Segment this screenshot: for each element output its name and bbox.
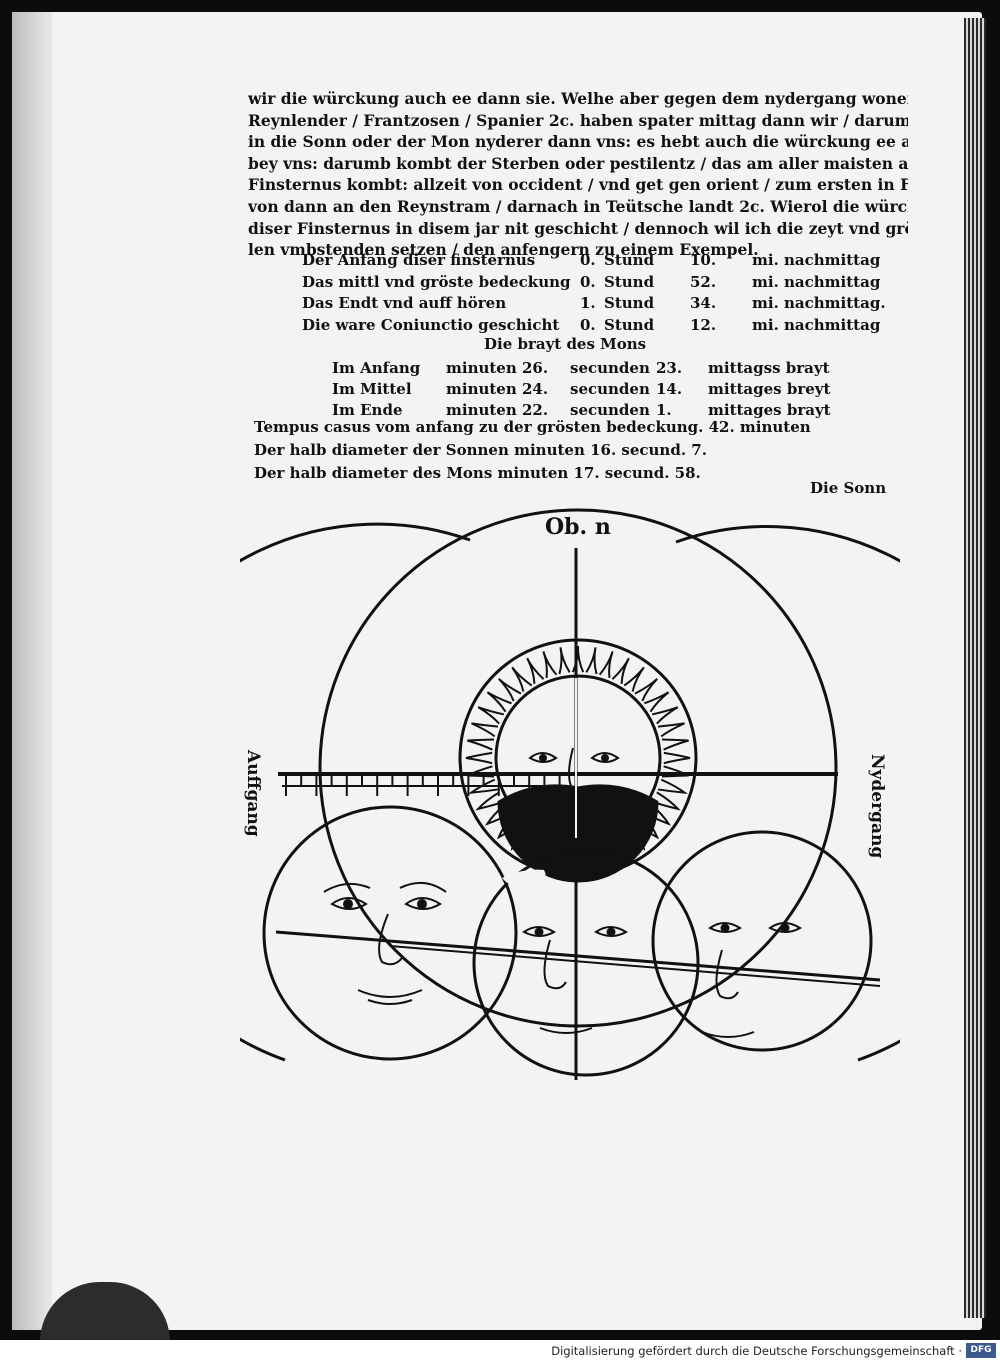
- eclipse_times-row: Der Anfang diser finsternus 0. Stund 10. mi.…: [0, 250, 1000, 271]
- diagram-right-label: Nydergang: [867, 754, 887, 858]
- moon_width-sec: 23.: [656, 358, 682, 379]
- paragraph-line: von dann an den Reynstram / darnach in T…: [248, 196, 908, 218]
- woodcut-ink: [240, 510, 900, 1080]
- footer-bar: Digitalisierung gefördert durch die Deut…: [0, 1340, 1000, 1362]
- sun-ray: [612, 658, 628, 684]
- paragraph-line: bey vns: darumb kombt der Sterben oder p…: [248, 153, 908, 175]
- sun-ray: [487, 692, 511, 712]
- sun-ray: [471, 723, 497, 736]
- eclipse_times-hours: 0.: [580, 272, 596, 293]
- sun-ray: [543, 651, 556, 677]
- eclipse-shadow: [499, 786, 657, 881]
- diagram-left-label: Auffgang: [243, 749, 263, 837]
- footer-credit: Digitalisierung gefördert durch die Deut…: [551, 1344, 962, 1358]
- moon_width-label: Im Anfang: [332, 358, 420, 379]
- moon-path-upper: [276, 932, 880, 980]
- eclipse_times-suffix: mi. nachmittag.: [752, 293, 886, 314]
- sun-ray: [644, 692, 668, 712]
- paragraph-line: Reynlender / Frantzosen / Spanier 2c. ha…: [248, 110, 908, 132]
- sun-ray: [499, 679, 521, 701]
- eclipse_times-minutes: 10.: [690, 250, 716, 271]
- eclipse_times-label: Das Endt vnd auff hören: [302, 293, 506, 314]
- moon_width-suffix: mittagss brayt: [708, 358, 830, 379]
- eclipse_times-hours: 0.: [580, 250, 596, 271]
- eclipse_times-minutes: 34.: [690, 293, 716, 314]
- eclipse-diagram: Ob. n Auffgang Nydergang: [240, 500, 900, 1100]
- moon_width-min: 24.: [522, 379, 548, 400]
- sun-ray: [559, 647, 569, 674]
- moon_width-label: Im Mittel: [332, 379, 412, 400]
- moon_width-sec_label: secunden: [570, 358, 650, 379]
- sun-ray: [466, 753, 492, 763]
- sun-ray: [635, 679, 657, 701]
- sun-ray: [624, 667, 644, 691]
- page-edges: [964, 18, 986, 1318]
- eclipse_times-suffix: mi. nachmittag: [752, 250, 880, 271]
- sun-ray: [600, 651, 613, 677]
- eclipse_times-minutes: 12.: [690, 315, 716, 336]
- eclipse_times-label: Das mittl vnd gröste bedeckung: [302, 272, 571, 293]
- tempus-line: Tempus casus vom anfang zu der grösten b…: [254, 418, 811, 436]
- moon-diameter-line: Der halb diameter des Mons minuten 17. s…: [254, 464, 701, 482]
- moon_width-suffix: mittages breyt: [708, 379, 830, 400]
- moon-face-right: [702, 923, 800, 1037]
- eclipse_times-unit: Stund: [604, 315, 654, 336]
- main-paragraph: wir die würckung auch ee dann sie. Welhe…: [248, 88, 908, 261]
- eclipse_times-label: Der Anfang diser finsternus: [302, 250, 535, 271]
- moon-circle-right: [653, 832, 871, 1050]
- paragraph-line: diser Finsternus in disem jar nit geschi…: [248, 218, 908, 240]
- moon_width-min_label: minuten: [446, 379, 517, 400]
- eclipse_times-hours: 0.: [580, 315, 596, 336]
- eclipse_times-label: Die ware Coniunctio geschicht: [302, 315, 559, 336]
- eclipse_times-row: Das Endt vnd auff hören 1. Stund 34. mi. nac…: [0, 293, 1000, 314]
- sun-ray: [573, 646, 583, 672]
- eclipse_times-row: Das mittl vnd gröste bedeckung 0. Stund 52.…: [0, 272, 1000, 293]
- sun-ray: [658, 723, 684, 736]
- sun-diameter-line: Der halb diameter der Sonnen minuten 16.…: [254, 441, 707, 459]
- eclipse_times-unit: Stund: [604, 250, 654, 271]
- moon_width-sec_label: secunden: [570, 379, 650, 400]
- moon_width-sec: 14.: [656, 379, 682, 400]
- moon_width-min: 26.: [522, 358, 548, 379]
- moon-path-lower: [390, 946, 880, 986]
- sun-ray: [662, 739, 689, 749]
- catchword: Die Sonn: [810, 479, 886, 497]
- eclipse_times-unit: Stund: [604, 272, 654, 293]
- sun-ray: [467, 739, 494, 749]
- sun-ray: [527, 658, 543, 684]
- moon_width-min_label: minuten: [446, 358, 517, 379]
- sun-ray: [652, 707, 678, 723]
- eclipse_times-suffix: mi. nachmittag: [752, 315, 880, 336]
- eclipse_times-row: Die ware Coniunctio geschicht 0. Stund 12. m…: [0, 315, 1000, 336]
- eclipse_times-suffix: mi. nachmittag: [752, 272, 880, 293]
- sun-ray: [658, 780, 684, 793]
- eclipse_times-minutes: 52.: [690, 272, 716, 293]
- paragraph-line: wir die würckung auch ee dann sie. Welhe…: [248, 88, 908, 110]
- diagram-top-label: Ob. n: [545, 514, 611, 540]
- eclipse_times-hours: 1.: [580, 293, 596, 314]
- paragraph-line: in die Sonn oder der Mon nyderer dann vn…: [248, 131, 908, 153]
- eclipse_times-unit: Stund: [604, 293, 654, 314]
- sun-ray: [664, 753, 690, 763]
- ink-gap: [502, 870, 546, 888]
- large-circle: [320, 510, 836, 1026]
- sun-ray: [512, 667, 532, 691]
- sun-ray: [478, 707, 504, 723]
- paragraph-line: Finsternus kombt: allzeit von occident /…: [248, 174, 908, 196]
- dfg-logo: DFG: [966, 1343, 996, 1358]
- sun-ray: [586, 647, 596, 674]
- book-gutter: [12, 12, 52, 1330]
- moon-width-heading: Die brayt des Mons: [484, 335, 646, 353]
